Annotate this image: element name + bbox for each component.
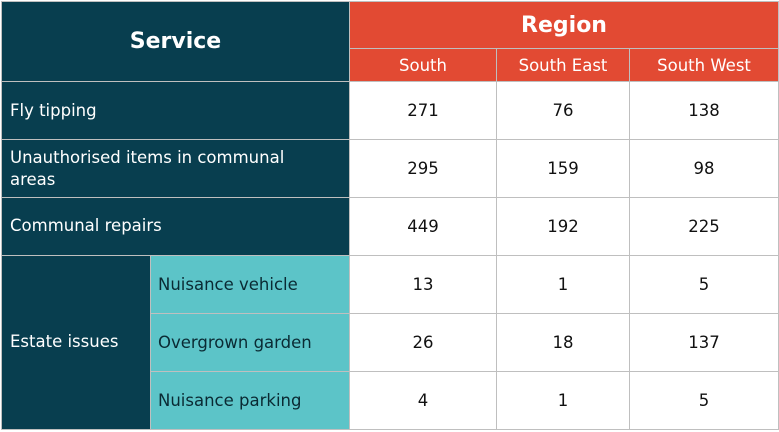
cell-value: 26	[349, 312, 497, 372]
cell-value: 449	[349, 197, 497, 256]
table-row: Overgrown garden 26 18 137	[2, 312, 779, 372]
cell-value: 192	[496, 197, 630, 256]
cell-value: 4	[349, 370, 497, 431]
cell-value: 1	[496, 254, 630, 314]
row-label: Fly tipping	[1, 81, 350, 141]
region-column-south: South	[349, 48, 497, 83]
cell-value: 98	[628, 139, 779, 199]
table-row: Unauthorised items in communal areas 295…	[1, 139, 779, 199]
cell-value: 225	[628, 197, 779, 256]
cell-value: 18	[496, 312, 630, 372]
cell-value: 271	[349, 81, 497, 141]
sub-row-label: Nuisance vehicle	[150, 254, 350, 314]
cell-value: 76	[496, 81, 630, 141]
cell-value: 159	[496, 139, 630, 199]
cell-value: 138	[628, 81, 779, 141]
region-column-south-west: South West	[628, 48, 779, 83]
cell-value: 13	[349, 254, 497, 314]
table-row: Estate issues Nuisance vehicle 13 1 5	[1, 254, 779, 431]
sub-row-label: Nuisance parking	[150, 370, 350, 431]
cell-value: 137	[628, 312, 779, 372]
service-header: Service	[1, 0, 350, 83]
sub-row-label: Overgrown garden	[150, 312, 350, 372]
table-row: Communal repairs 449 192 225	[1, 197, 779, 256]
group-label: Estate issues	[1, 254, 151, 431]
cell-value: 1	[496, 370, 630, 431]
region-column-south-east: South East	[496, 48, 630, 83]
table-row: Fly tipping 271 76 138	[1, 81, 779, 141]
row-label-text: Unauthorised items in communal areas	[10, 147, 285, 189]
row-label: Unauthorised items in communal areas	[1, 139, 350, 199]
cell-value: 5	[628, 370, 779, 431]
row-label: Communal repairs	[1, 197, 350, 256]
table-row: Nuisance parking 4 1 5	[2, 370, 779, 431]
cell-value: 5	[628, 254, 779, 314]
region-header: Region	[348, 0, 779, 50]
cell-value: 295	[349, 139, 497, 199]
